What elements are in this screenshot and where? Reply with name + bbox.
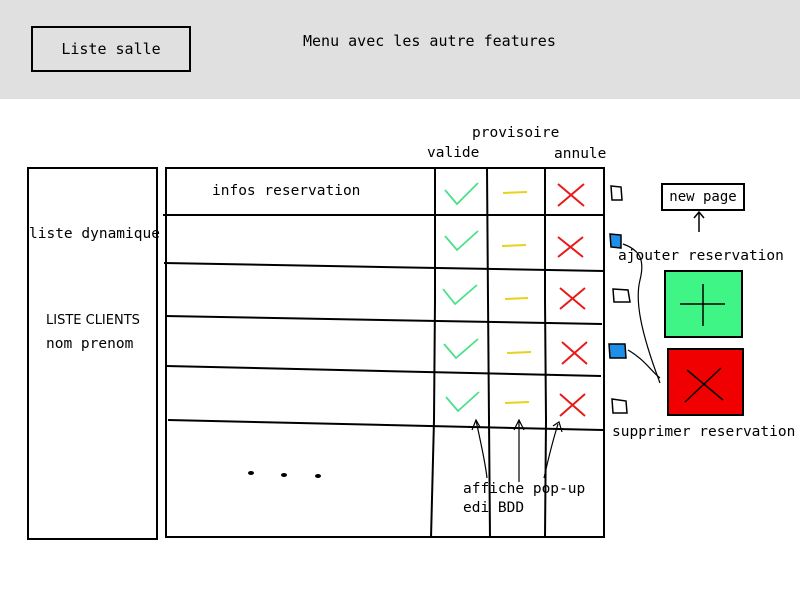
client-list-subtitle: nom prenom <box>46 336 134 352</box>
row-checkbox <box>611 398 628 414</box>
liste-salle-label: Liste salle <box>61 40 161 58</box>
new-page-button[interactable]: new page <box>661 183 745 211</box>
annule-cross-icon <box>559 393 586 417</box>
checkbox-to-action-connectors <box>622 243 661 384</box>
valide-check-icon <box>444 182 479 206</box>
provisoire-dash-icon <box>501 244 527 247</box>
column-header-annule: annule <box>554 146 607 162</box>
new-page-arrow <box>693 210 705 232</box>
delete-reservation-button[interactable] <box>667 348 744 416</box>
more-rows-indicator <box>248 471 321 478</box>
column-header-provisoire: provisoire <box>472 125 560 141</box>
row-checkbox-selected <box>608 343 627 359</box>
popup-arrows <box>471 418 563 482</box>
close-icon <box>684 367 724 403</box>
annule-cross-icon <box>557 236 584 258</box>
add-reservation-button[interactable] <box>664 270 743 338</box>
provisoire-dash-icon <box>506 351 532 354</box>
reservation-table-header: infos reservation <box>212 183 361 199</box>
table-row-lines <box>163 214 605 431</box>
annule-cross-icons <box>557 183 588 417</box>
liste-salle-button[interactable]: Liste salle <box>31 26 191 72</box>
annule-cross-icon <box>557 183 585 207</box>
valide-check-icon <box>445 391 480 413</box>
reservation-table <box>165 167 605 538</box>
column-header-valide: valide <box>427 145 480 161</box>
provisoire-dash-icons <box>501 191 532 404</box>
client-list-panel[interactable] <box>27 167 158 540</box>
provisoire-dash-icon <box>502 191 528 194</box>
delete-reservation-label: supprimer reservation <box>612 424 796 440</box>
annule-cross-icon <box>561 341 588 365</box>
valide-check-icon <box>443 338 479 360</box>
client-list-dynamic-label: liste dynamique <box>29 226 160 242</box>
row-checkbox <box>610 185 623 201</box>
row-checkbox-selected <box>609 233 622 249</box>
table-column-lines <box>430 167 548 539</box>
valide-check-icon <box>442 284 478 306</box>
menu-placeholder-text: Menu avec les autre features <box>303 32 556 50</box>
provisoire-dash-icon <box>504 297 529 300</box>
provisoire-dash-icon <box>504 401 530 404</box>
new-page-label: new page <box>669 189 737 205</box>
popup-note-line2: edi BDD <box>463 500 525 516</box>
row-select-checkboxes[interactable] <box>608 185 631 414</box>
plus-icon <box>680 284 725 326</box>
row-checkbox <box>612 288 631 303</box>
top-menu-bar <box>0 0 800 99</box>
valide-check-icon <box>444 230 479 252</box>
popup-note-line1: affiche pop-up <box>463 481 586 497</box>
annule-cross-icon <box>559 287 586 310</box>
add-reservation-label: ajouter reservation <box>618 248 784 264</box>
valide-check-icons <box>442 182 480 413</box>
client-list-title: LISTE CLIENTS <box>46 313 140 328</box>
